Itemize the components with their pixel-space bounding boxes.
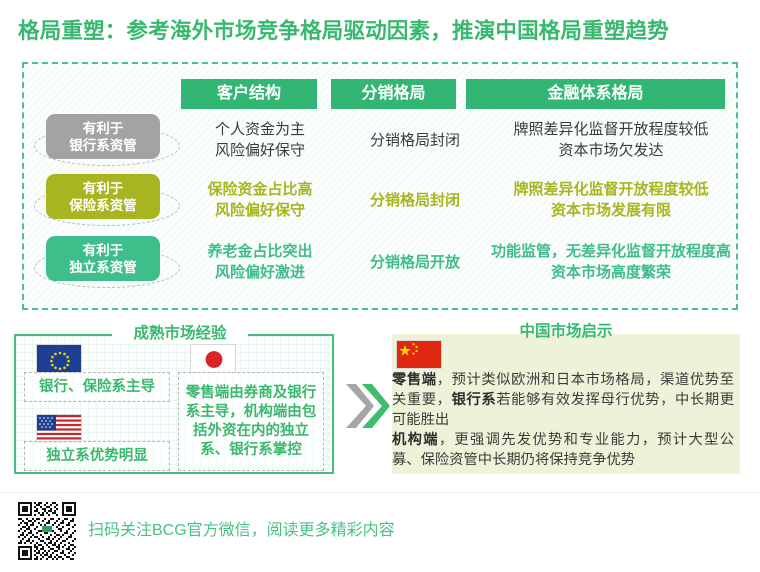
jp-market-note: 零售端由券商及银行系主导，机构端由包括外资在内的独立系、银行系掌控 <box>178 372 324 471</box>
cell-customer-structure: 保险资金占比高 风险偏好保守 <box>207 181 313 219</box>
china-insight-title: 中国市场启示 <box>519 323 613 340</box>
us-flag-icon <box>36 414 82 443</box>
matrix-row: 有利于 独立系资管 养老金占比突出 风险偏好激进 分销格局开放 功能监管，无差异… <box>22 234 738 292</box>
qr-code[interactable] <box>18 502 76 560</box>
china-insight-paragraph: 机构端，更强调先发优势和专业能力，预计大型公募、保险资管中长期仍将保持竞争优势 <box>392 430 734 470</box>
matrix-row: 有利于 保险系资管 保险资金占比高 风险偏好保守 分销格局封闭 牌照差异化监督开… <box>22 172 738 230</box>
cell-financial-system: 功能监管，无差异化监督开放程度高 资本市场高度繁荣 <box>490 243 731 281</box>
row-pill-insurance: 有利于 保险系资管 <box>46 174 160 219</box>
cell-customer-structure: 养老金占比突出 风险偏好激进 <box>207 243 313 281</box>
paragraph-rest-b: 若能够有效发挥母行优势，中长期更可能胜出 <box>392 392 735 428</box>
cell-financial-system: 牌照差异化监督开放程度较低 资本市场欠发达 <box>513 121 709 159</box>
cn-flag-icon <box>396 340 442 369</box>
mature-market-title: 成熟市场经验 <box>112 324 248 344</box>
eu-market-note: 银行、保险系主导 <box>24 372 170 402</box>
row-label-wrapper: 有利于 独立系资管 <box>32 236 182 290</box>
page-title: 格局重塑：参考海外市场竞争格局驱动因素，推演中国格局重塑趋势 <box>18 19 670 43</box>
cell-customer-structure: 个人资金为主 风险偏好保守 <box>214 121 305 159</box>
matrix-row: 有利于 银行系资管 个人资金为主 风险偏好保守 分销格局封闭 牌照差异化监督开放… <box>22 112 738 170</box>
eu-flag-icon <box>36 344 82 373</box>
jp-flag-icon <box>190 344 236 373</box>
pill-line-2: 保险系资管 <box>69 197 137 213</box>
pill-line-1: 有利于 <box>82 180 124 196</box>
chevron-right-icon <box>344 382 374 435</box>
paragraph-lead: 零售端 <box>392 372 437 388</box>
paragraph-rest-a: ，预计类似欧洲和日本市场格局，渠道优势至关重要， <box>392 372 734 408</box>
paragraph-bold-b: 银行系 <box>451 392 497 408</box>
row-label-wrapper: 有利于 保险系资管 <box>32 174 182 228</box>
pill-line-1: 有利于 <box>82 120 124 136</box>
cell-distribution: 分销格局封闭 <box>369 132 460 149</box>
cell-distribution: 分销格局封闭 <box>369 192 460 209</box>
column-header-customer-structure: 客户结构 <box>181 79 317 109</box>
pill-line-2: 银行系资管 <box>69 137 137 153</box>
cell-financial-system: 牌照差异化监督开放程度较低 资本市场发展有限 <box>513 181 709 219</box>
footer-caption: 扫码关注BCG官方微信，阅读更多精彩内容 <box>88 522 395 539</box>
row-pill-bank: 有利于 银行系资管 <box>46 114 160 159</box>
pill-line-2: 独立系资管 <box>69 259 137 275</box>
column-header-financial-system: 金融体系格局 <box>466 79 725 109</box>
cell-distribution: 分销格局开放 <box>369 254 460 271</box>
pill-line-1: 有利于 <box>82 242 124 258</box>
chevron-right-icon <box>360 382 390 435</box>
china-insight-paragraph: 零售端，预计类似欧洲和日本市场格局，渠道优势至关重要，银行系若能够有效发挥母行优… <box>392 370 734 430</box>
china-insight-box <box>392 334 740 474</box>
row-label-wrapper: 有利于 银行系资管 <box>32 114 182 168</box>
footer-bar <box>0 492 760 572</box>
us-market-note: 独立系优势明显 <box>24 441 170 471</box>
column-header-distribution: 分销格局 <box>331 79 456 109</box>
paragraph-rest-a: ，更强调先发优势和专业能力，预计大型公募、保险资管中长期仍将保持竞争优势 <box>392 432 735 468</box>
paragraph-lead: 机构端 <box>392 432 439 448</box>
row-pill-independent: 有利于 独立系资管 <box>46 236 160 281</box>
